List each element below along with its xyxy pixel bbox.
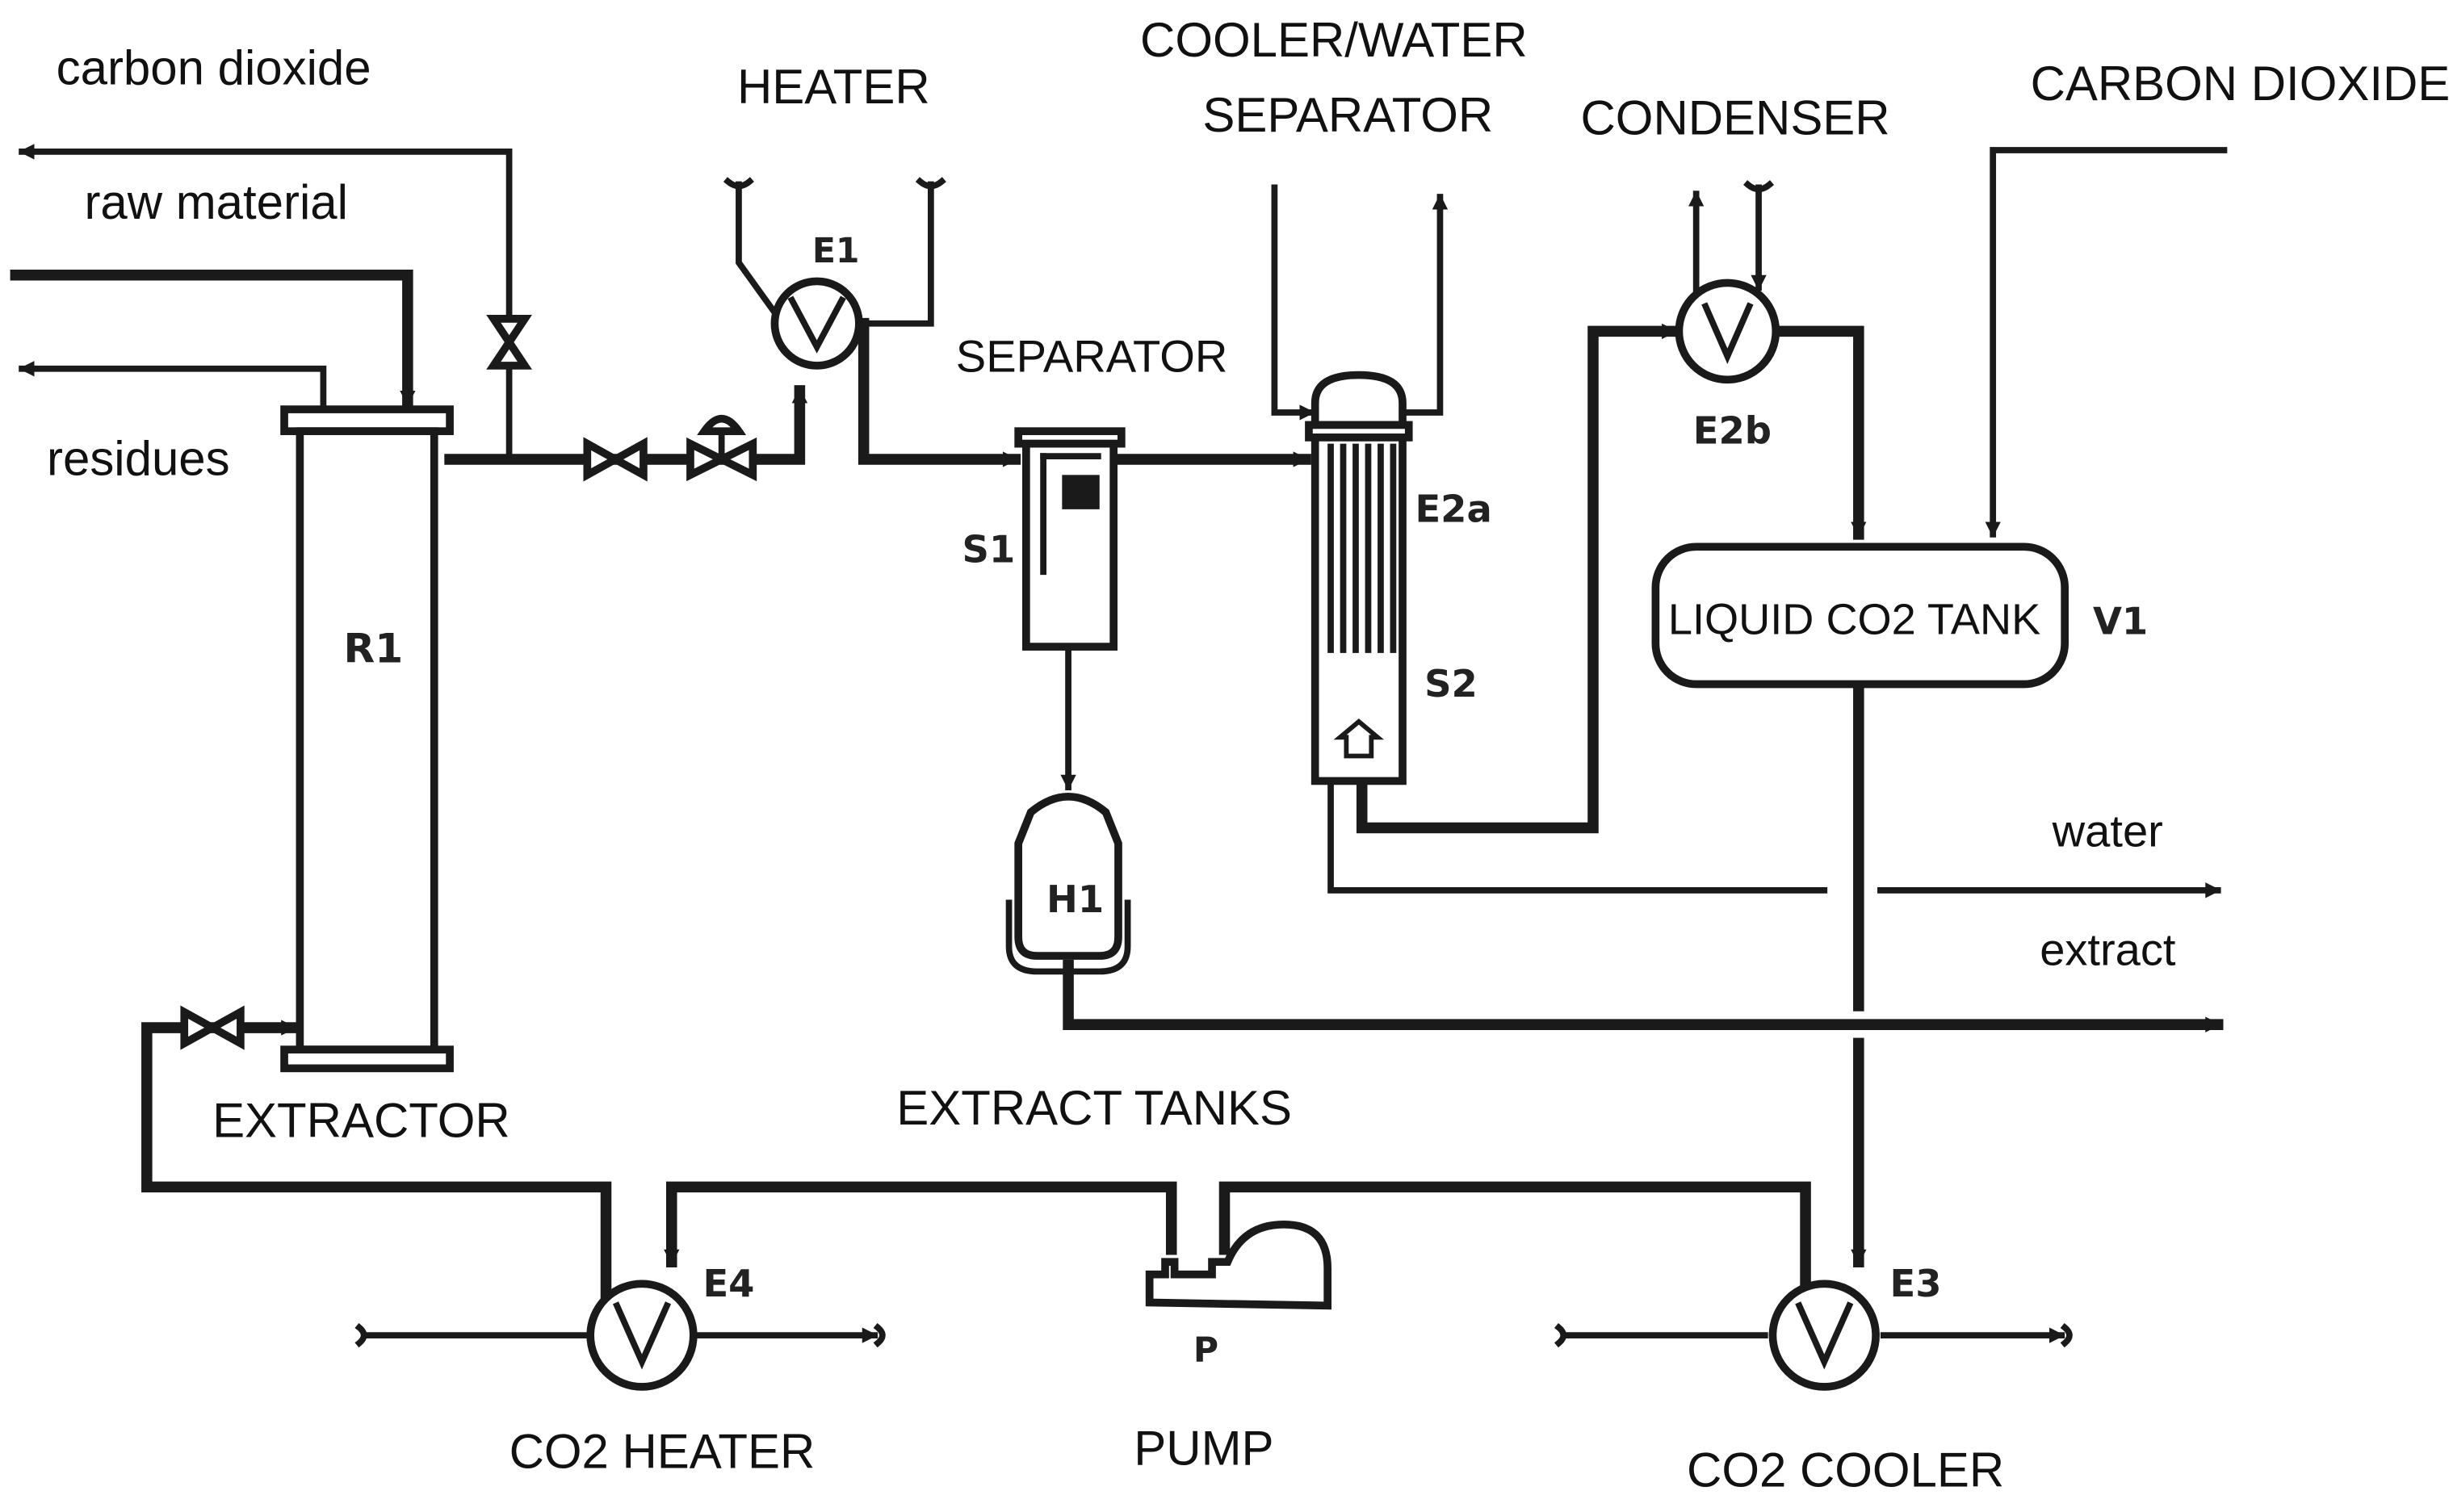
valve-control xyxy=(686,415,757,482)
valve-extractor-outlet xyxy=(583,437,648,482)
pipe-extractor-to-heater xyxy=(444,385,808,465)
tag-e4: E4 xyxy=(702,1262,754,1305)
pipe-co2-heater-utility-tick xyxy=(354,1323,886,1348)
tag-e2a: E2a xyxy=(1415,487,1491,530)
pipe-raw-material-feed xyxy=(10,269,416,409)
co2-cooler-e3 xyxy=(1768,1280,1880,1391)
labels: carbon dioxide raw material residues HEA… xyxy=(47,13,2449,1497)
pipe-co2-cooler-utility-tick xyxy=(1554,1323,2073,1348)
label-carbon-dioxide-make-up: CARBON DIOXIDE xyxy=(2031,57,2449,111)
pipe-residues-outlet xyxy=(19,361,327,416)
pipe-heater-utility-left xyxy=(736,181,779,317)
label-extract: extract xyxy=(2040,924,2176,975)
liquid-co2-tank-v1 xyxy=(1651,542,2069,689)
label-carbon-dioxide: carbon dioxide xyxy=(57,41,371,95)
label-liquid-co2-tank: LIQUID CO2 TANK xyxy=(1668,596,2040,644)
pipe-extract-outlet xyxy=(1063,959,2224,1032)
pipe-s2-to-condenser xyxy=(1356,323,1680,834)
valve-co2-vent xyxy=(486,315,532,370)
tag-h1: H1 xyxy=(1046,877,1104,921)
pipe-co2-make-up xyxy=(1985,147,2228,538)
condenser-e2b xyxy=(1675,279,1780,384)
pipe-heater-utility-tick-left xyxy=(723,177,754,190)
tag-e3: E3 xyxy=(1890,1262,1942,1305)
tag-v1: V1 xyxy=(2093,600,2148,643)
label-residues: residues xyxy=(47,431,230,485)
pipe-cooler-coolant-in xyxy=(1271,184,1315,421)
pipe-water-outlet xyxy=(1327,777,2218,890)
pipe-condenser-utility-tick xyxy=(1743,180,1775,193)
tag-e1: E1 xyxy=(812,232,860,271)
tag-p: P xyxy=(1193,1331,1218,1371)
separator-s1 xyxy=(1014,427,1126,651)
pipe-condenser-to-tank xyxy=(1772,325,1867,540)
label-extractor: EXTRACTOR xyxy=(212,1093,510,1147)
label-co2-heater: CO2 HEATER xyxy=(510,1425,816,1479)
heater-e1 xyxy=(770,277,863,370)
extractor-r1 xyxy=(280,405,454,1073)
label-water: water xyxy=(2052,806,2163,857)
label-condenser: CONDENSER xyxy=(1581,91,1890,145)
label-separator: SEPARATOR xyxy=(956,331,1228,382)
pipe-heater-utility-tick-right xyxy=(915,177,946,190)
tag-s2: S2 xyxy=(1424,662,1478,706)
label-co2-cooler: CO2 COOLER xyxy=(1687,1443,2004,1497)
pipe-cooler-coolant-out xyxy=(1399,194,1449,416)
pump-p xyxy=(1145,1220,1332,1310)
cooler-water-separator-s2 xyxy=(1305,371,1413,785)
tag-r1: R1 xyxy=(344,624,404,672)
label-raw-material: raw material xyxy=(84,175,348,229)
co2-heater-e4 xyxy=(586,1280,698,1391)
label-extract-tanks: EXTRACT TANKS xyxy=(896,1081,1292,1135)
equipment-tags: E1 E2a E2b E3 E4 R1 S1 S2 H1 V1 P xyxy=(344,232,2149,1371)
tag-s1: S1 xyxy=(962,528,1016,572)
pipe-heater-utility-right xyxy=(858,181,934,327)
label-pump: PUMP xyxy=(1134,1422,1273,1476)
extract-tank-h1 xyxy=(1005,793,1131,975)
pipe-pump-to-co2-heater xyxy=(664,1181,1177,1267)
pipe-network xyxy=(10,144,2228,1348)
pipe-co2-cooler-to-pump xyxy=(1218,1181,1811,1305)
label-heater: HEATER xyxy=(737,60,930,114)
label-cooler-separator: SEPARATOR xyxy=(1202,88,1493,142)
label-cooler-water: COOLER/WATER xyxy=(1140,13,1528,67)
tag-e2b: E2b xyxy=(1693,409,1772,453)
valve-co2-return xyxy=(180,1005,245,1050)
